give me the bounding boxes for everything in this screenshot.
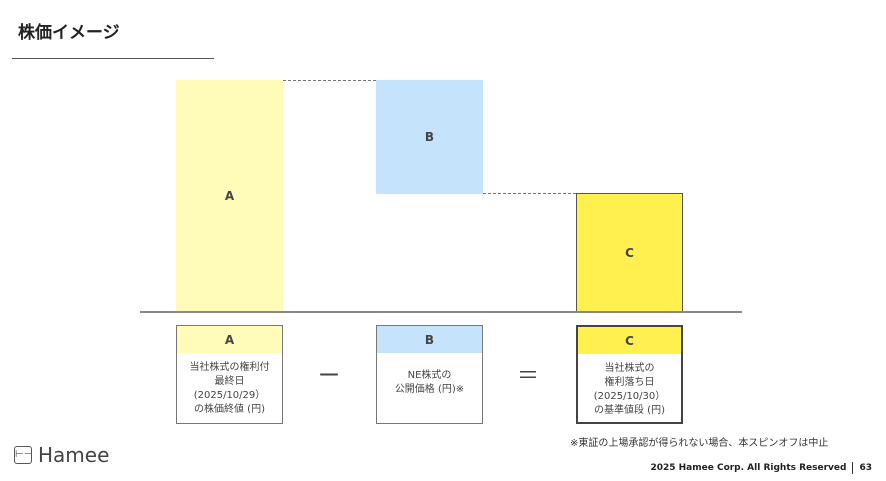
text-line: 権利落ち日 xyxy=(604,377,655,388)
connector-line xyxy=(283,80,376,81)
footnote: ※東証の上場承認が得られない場合、本スピンオフは中止 xyxy=(570,438,829,449)
text-line: (2025/10/30） xyxy=(593,391,666,402)
text-line: 公開価格 (円)※ xyxy=(394,384,465,395)
logo-icon: ⊢⊣ xyxy=(14,446,32,464)
box-b-label: B xyxy=(377,326,482,353)
connector-line xyxy=(483,193,576,194)
divider xyxy=(852,462,854,474)
baseline xyxy=(140,311,742,313)
page-title: 株価イメージ xyxy=(18,23,120,43)
box-c-label: C xyxy=(578,327,681,354)
text-line: の基準値段 (円) xyxy=(594,405,665,416)
logo-text: Hamee xyxy=(38,443,110,467)
logo: ⊢⊣ Hamee xyxy=(14,443,109,467)
page-number: 63 xyxy=(859,463,872,473)
box-a-label: A xyxy=(177,326,282,353)
box-b: B NE株式の 公開価格 (円)※ xyxy=(376,325,483,424)
box-a-text: 当社株式の権利付 最終日 (2025/10/29） の株価終値 (円) xyxy=(177,353,282,417)
text-line: (2025/10/29） xyxy=(193,390,266,401)
minus-operator: ー xyxy=(318,364,341,389)
equals-operator: ＝ xyxy=(517,364,540,389)
box-b-text: NE株式の 公開価格 (円)※ xyxy=(377,353,482,397)
bar-b: B xyxy=(376,80,483,194)
copyright: 2025 Hamee Corp. All Rights Reserved xyxy=(650,463,847,473)
text-line: 最終日 xyxy=(214,376,245,387)
text-line: の株価終値 (円) xyxy=(194,404,265,415)
box-a: A 当社株式の権利付 最終日 (2025/10/29） の株価終値 (円) xyxy=(176,325,283,424)
box-c-text: 当社株式の 権利落ち日 (2025/10/30） の基準値段 (円) xyxy=(578,354,681,418)
bar-c: C xyxy=(576,193,683,311)
text-line: NE株式の xyxy=(407,370,452,381)
text-line: 当社株式の権利付 xyxy=(189,362,270,373)
bar-a: A xyxy=(176,80,283,311)
title-underline xyxy=(12,58,214,59)
text-line: 当社株式の xyxy=(604,363,655,374)
footer: 2025 Hamee Corp. All Rights Reserved 63 xyxy=(650,462,872,474)
box-c: C 当社株式の 権利落ち日 (2025/10/30） の基準値段 (円) xyxy=(576,325,683,424)
